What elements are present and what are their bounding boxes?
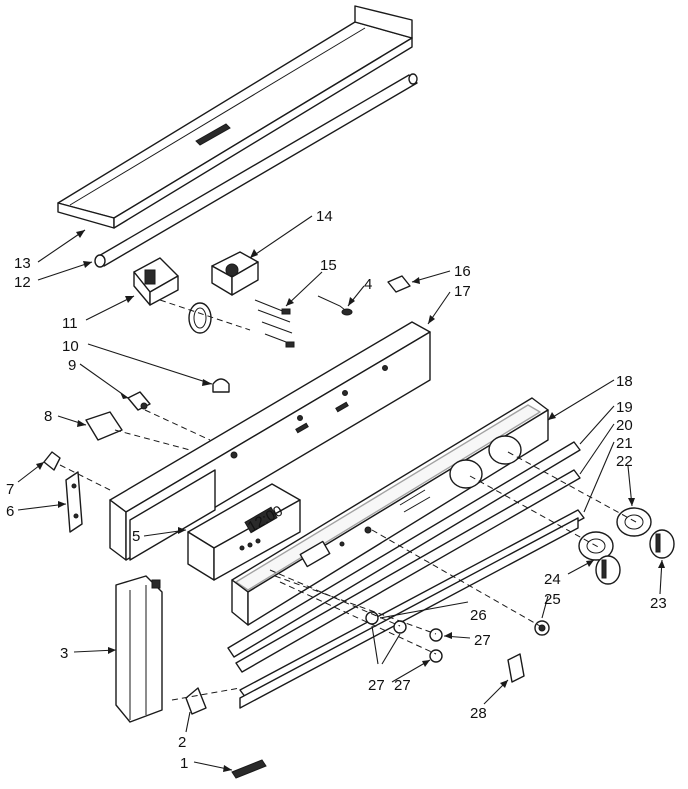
part-6-bracket: [65, 471, 83, 533]
callout-9: 9: [68, 357, 76, 374]
callout-3: 3: [60, 645, 68, 662]
callout-13: 13: [14, 255, 31, 272]
grommet-ring: [188, 302, 212, 334]
part-10-clip: [212, 378, 230, 393]
part-7-bracket: [43, 451, 61, 471]
part-24-bezel: [578, 531, 621, 585]
part-13-top-trim: [57, 5, 413, 229]
callout-16: 16: [454, 263, 471, 280]
callout-24: 24: [544, 571, 561, 588]
callout-27-lower: 27: [368, 677, 385, 694]
callout-1: 1: [180, 755, 188, 772]
callout-6: 6: [6, 503, 14, 520]
callout-17: 17: [454, 283, 471, 300]
callout-11: 11: [62, 315, 78, 332]
part-17-panel-frame: [109, 321, 431, 561]
callout-leaders: [17, 215, 665, 772]
callout-15: 15: [320, 257, 337, 274]
callout-28: 28: [470, 705, 487, 722]
callout-14: 14: [316, 208, 333, 225]
callout-8: 8: [44, 408, 52, 425]
part-2-clip: [185, 687, 207, 715]
part-18-front-panel: [231, 397, 549, 626]
callout-22: 22: [616, 453, 633, 470]
part-3-side-trim: [115, 575, 163, 723]
part-23-knob: [649, 529, 675, 559]
callout-18: 18: [616, 373, 633, 390]
part-19-rail: [227, 441, 581, 658]
part-12-rod: [94, 73, 418, 268]
part-11-bracket: [133, 257, 179, 306]
assembly-guide-lines: [59, 299, 637, 701]
part-16-clip: [387, 275, 411, 293]
part-15-wires: [254, 299, 295, 348]
callout-20: 20: [616, 417, 633, 434]
part-28-clip: [507, 653, 525, 683]
callout-26: 26: [470, 607, 487, 624]
callout-27-left: 27: [394, 677, 411, 694]
callout-12: 12: [14, 274, 31, 291]
part-25-nut: [534, 620, 550, 636]
callout-5: 5: [132, 528, 140, 545]
callout-19: 19: [616, 399, 633, 416]
callout-25: 25: [544, 591, 561, 608]
part-22-bezel: [616, 507, 652, 537]
callout-4: 4: [364, 276, 372, 293]
part-9-bracket: [127, 391, 151, 411]
callout-23: 23: [650, 595, 667, 612]
part-5-clock-module: 12:00: [187, 483, 301, 581]
part-20-rail: [235, 469, 581, 673]
callout-27-right: 27: [474, 632, 491, 649]
part-8-cover: [85, 411, 123, 441]
callout-labels: 13 12 11 10 9 8 7 6 5 3 2 1 14 15 4 16 1…: [6, 208, 667, 772]
part-4-connector: [317, 295, 353, 316]
callout-2: 2: [178, 734, 186, 751]
part-14-switch: [211, 251, 259, 296]
callout-21: 21: [616, 435, 633, 452]
part-1-strip: [231, 759, 267, 779]
callout-10: 10: [62, 338, 79, 355]
callout-7: 7: [6, 481, 14, 498]
